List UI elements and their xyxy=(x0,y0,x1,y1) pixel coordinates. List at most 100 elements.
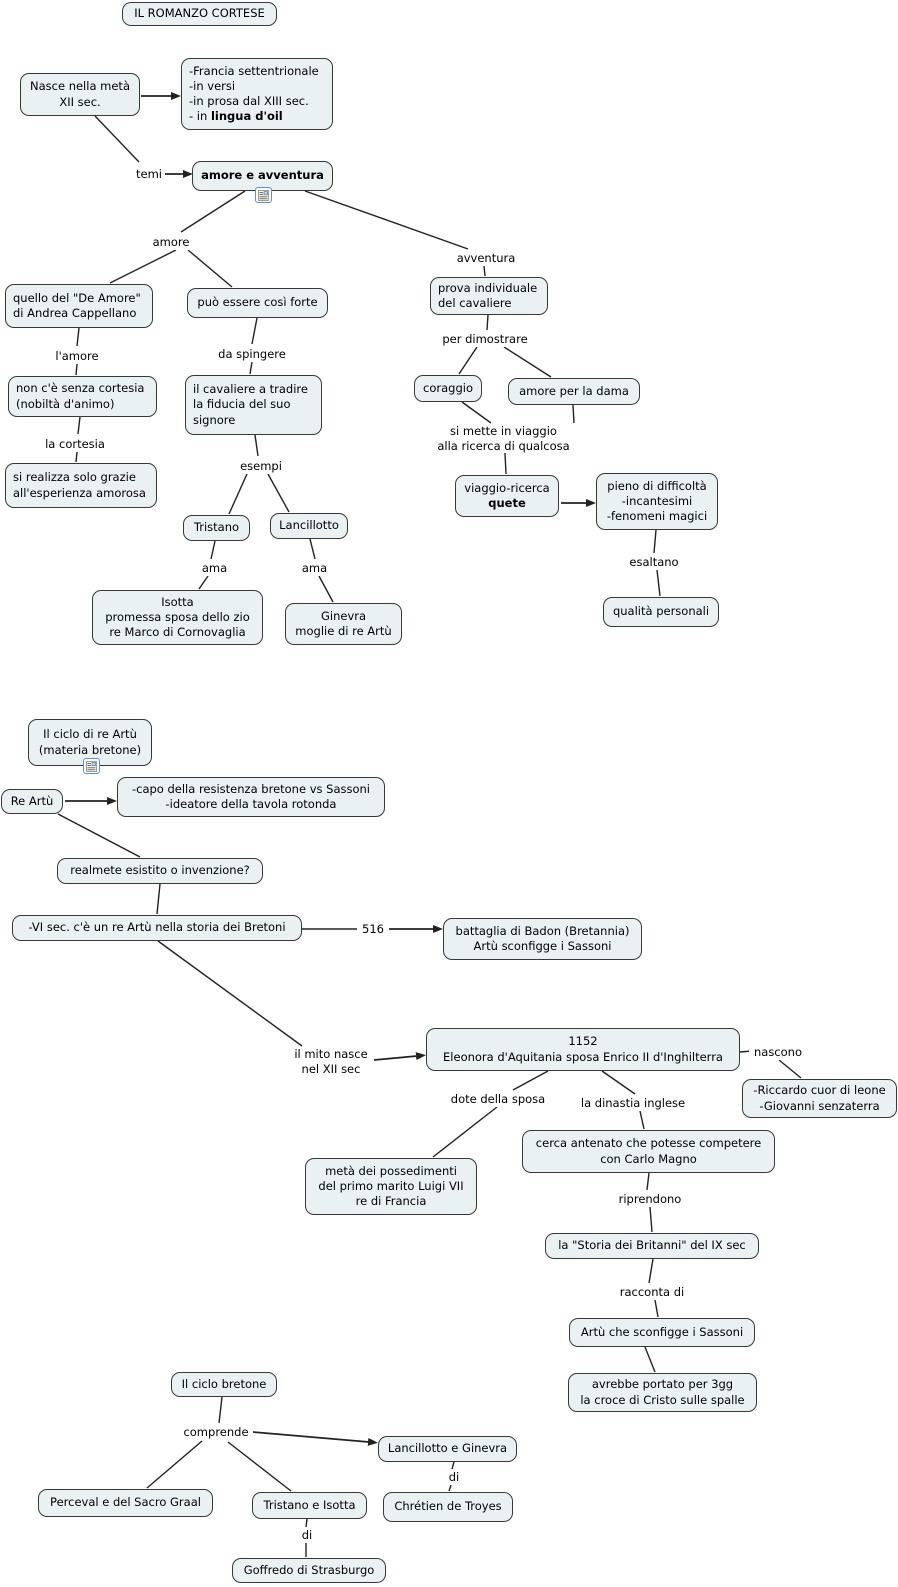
connector-arrow xyxy=(373,1052,426,1061)
link-label-per-dimostrare[interactable]: per dimostrare xyxy=(437,331,533,347)
connector-line xyxy=(210,540,216,560)
concept-node-lanc-ginevra[interactable]: Lancillotto e Ginevra xyxy=(378,1436,517,1462)
link-label-ama-1[interactable]: ama xyxy=(198,560,231,576)
concept-node-capo-resistenza[interactable]: -capo della resistenza bretone vs Sasson… xyxy=(117,777,385,817)
connector-line xyxy=(180,190,246,233)
connector-line xyxy=(267,473,290,513)
connector-line xyxy=(458,346,478,375)
link-label-da-spingere[interactable]: da spingere xyxy=(213,346,291,362)
connector-line xyxy=(512,1070,549,1091)
concept-node-re-artu[interactable]: Re Artù xyxy=(1,789,63,814)
concept-node-tristano-isotta[interactable]: Tristano e Isotta xyxy=(252,1492,367,1519)
connector-arrow xyxy=(252,1431,378,1446)
concept-node-francia[interactable]: -Francia settentrionale-in versi-in pros… xyxy=(181,58,333,130)
connector-line xyxy=(503,346,552,378)
connector-line xyxy=(157,940,303,1047)
connector-line xyxy=(461,401,492,424)
connector-line xyxy=(254,434,259,457)
link-label-riprendono[interactable]: riprendono xyxy=(614,1191,686,1207)
link-label-nascono[interactable]: nascono xyxy=(749,1044,807,1060)
connector-line xyxy=(251,317,258,345)
connector-line xyxy=(432,1106,498,1158)
resource-attachment-icon[interactable] xyxy=(83,758,100,774)
connector-line xyxy=(94,115,140,163)
link-label-dote-sposa[interactable]: dote della sposa xyxy=(446,1091,550,1107)
connector-line xyxy=(572,404,575,424)
link-label-di-2[interactable]: di xyxy=(297,1527,317,1543)
connector-line xyxy=(75,451,78,463)
connector-line xyxy=(778,1059,802,1079)
concept-node-amore-dama[interactable]: amore per la dama xyxy=(508,378,640,405)
concept-node-titolo[interactable]: IL ROMANZO CORTESE xyxy=(122,2,277,26)
concept-node-storia-britanni[interactable]: la "Storia dei Britanni" del IX sec xyxy=(545,1233,759,1259)
link-label-n516[interactable]: 516 xyxy=(358,921,388,937)
concept-node-non-ce-senza[interactable]: non c'è senza cortesia(nobiltà d'animo) xyxy=(8,376,157,417)
concept-node-goffredo[interactable]: Goffredo di Strasburgo xyxy=(232,1558,386,1583)
concept-node-coraggio[interactable]: coraggio xyxy=(414,375,482,402)
connector-line xyxy=(483,265,486,277)
link-label-di-1[interactable]: di xyxy=(444,1469,464,1485)
connector-line xyxy=(76,327,80,347)
connector-line xyxy=(218,1396,223,1424)
connector-line xyxy=(305,1518,308,1528)
connector-line xyxy=(249,361,253,375)
link-label-racconta-di[interactable]: racconta di xyxy=(616,1284,688,1300)
connector-line xyxy=(451,1461,455,1470)
connector-line xyxy=(653,529,657,554)
connector-line xyxy=(109,249,177,284)
connector-line xyxy=(486,314,489,331)
link-label-comprende[interactable]: comprende xyxy=(180,1424,252,1440)
connector-line xyxy=(227,1441,292,1492)
concept-node-riccardo-giovanni[interactable]: -Riccardo cuor di leone-Giovanni senzate… xyxy=(742,1079,897,1118)
concept-node-ciclo-bretone[interactable]: Il ciclo bretone xyxy=(171,1372,277,1397)
link-label-lamore[interactable]: l'amore xyxy=(51,348,103,364)
concept-node-tristano[interactable]: Tristano xyxy=(183,515,250,541)
concept-node-quello-de-amore[interactable]: quello del "De Amore"di Andrea Cappellan… xyxy=(5,284,153,328)
connector-line xyxy=(228,473,248,515)
link-label-amore[interactable]: amore xyxy=(148,234,194,250)
connector-line xyxy=(656,569,661,597)
link-label-dinastia-inglese[interactable]: la dinastia inglese xyxy=(576,1095,690,1111)
concept-node-chretien[interactable]: Chrétien de Troyes xyxy=(383,1492,513,1522)
concept-node-realmete[interactable]: realmete esistito o invenzione? xyxy=(57,858,263,884)
resource-attachment-icon[interactable] xyxy=(255,187,272,203)
concept-node-vi-sec[interactable]: -VI sec. c'è un re Artù nella storia dei… xyxy=(12,915,302,941)
connector-line xyxy=(304,190,469,250)
concept-node-puo-essere[interactable]: può essere così forte xyxy=(187,288,328,318)
concept-node-battaglia-badon[interactable]: battaglia di Badon (Bretannia)Artù sconf… xyxy=(443,918,642,960)
connector-line xyxy=(639,1110,645,1130)
concept-node-pieno-difficolta[interactable]: pieno di difficoltà-incantesimi-fenomeni… xyxy=(596,473,718,530)
connector-line xyxy=(601,1070,636,1095)
concept-node-amore-avventura[interactable]: amore e avventura xyxy=(192,161,333,191)
link-label-la-cortesia[interactable]: la cortesia xyxy=(40,436,110,452)
connector-line xyxy=(646,1172,650,1191)
link-label-ama-2[interactable]: ama xyxy=(298,560,331,576)
link-label-esempi[interactable]: esempi xyxy=(236,458,286,474)
concept-node-artu-sconfigge[interactable]: Artù che sconfigge i Sassoni xyxy=(569,1318,755,1347)
connector-line xyxy=(448,1484,452,1492)
connector-line xyxy=(649,1206,653,1233)
link-label-esaltano[interactable]: esaltano xyxy=(625,554,683,570)
connector-line xyxy=(318,575,334,603)
connector-line xyxy=(198,575,209,590)
link-label-avventura[interactable]: avventura xyxy=(452,250,520,266)
link-label-temi[interactable]: temi xyxy=(134,166,164,182)
connector-line xyxy=(187,249,233,288)
concept-node-perceval[interactable]: Perceval e del Sacro Graal xyxy=(38,1489,213,1517)
concept-node-lancillotto[interactable]: Lancillotto xyxy=(270,513,348,539)
concept-node-qualita[interactable]: qualità personali xyxy=(603,597,719,627)
